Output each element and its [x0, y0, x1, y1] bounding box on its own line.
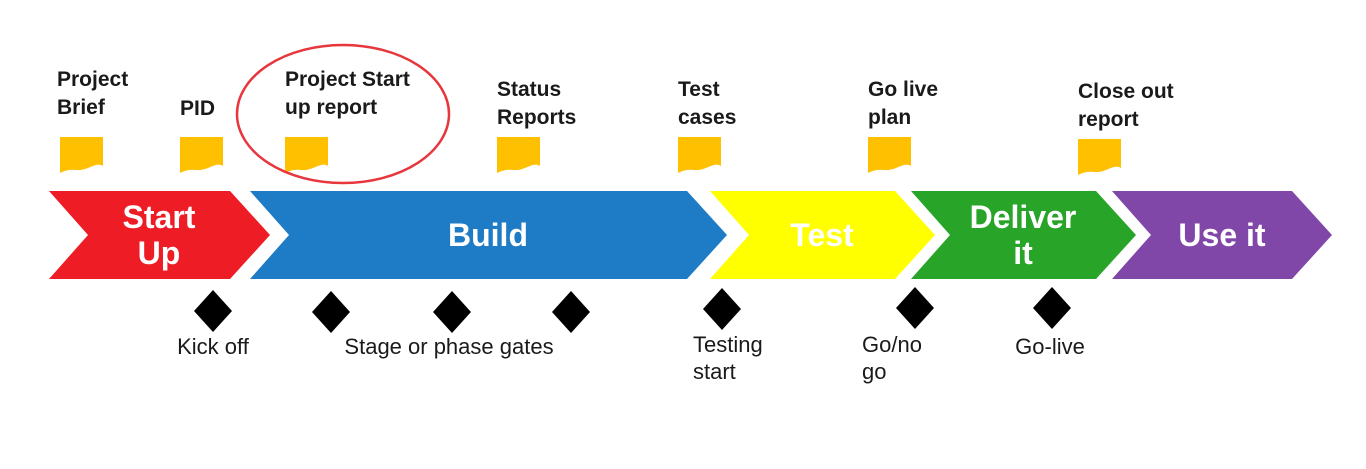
milestone-diamond-stage-gate-1: [312, 291, 350, 333]
document-label-go-live-plan: Go live plan: [868, 78, 939, 129]
phase-chevron-test: [710, 191, 935, 279]
milestone-label-kick-off: Kick off: [177, 334, 249, 359]
document-label-status-reports: Status Reports: [497, 78, 577, 129]
document-icon-pid: [180, 137, 223, 173]
milestone-diamond-go-live: [1033, 287, 1071, 329]
phase-chevron-use-it: [1112, 191, 1332, 279]
document-icon-test-cases: [678, 137, 721, 173]
highlight-ellipse: [235, 43, 451, 185]
milestone-diamond-testing-start: [703, 288, 741, 330]
milestone-diamond-go-no-go: [896, 287, 934, 329]
document-icon-go-live-plan: [868, 137, 911, 173]
milestone-label-go-live: Go-live: [1015, 334, 1085, 359]
document-label-project-brief: Project Brief: [57, 68, 129, 119]
milestone-diamond-stage-gate-3: [552, 291, 590, 333]
document-label-test-cases: Test cases: [678, 78, 737, 129]
phase-label-start-up: Start Up: [122, 199, 196, 271]
document-icon-close-out-report: [1078, 139, 1121, 175]
phase-chevron-start-up: [49, 191, 270, 279]
phase-label-use-it: Use it: [1178, 217, 1266, 253]
milestone-label-stage-or-phase-gates: Stage or phase gates: [344, 334, 554, 359]
milestone-diamond-kick-off: [194, 290, 232, 332]
document-label-pid: PID: [180, 97, 216, 120]
document-label-close-out-report: Close out report: [1078, 80, 1174, 131]
milestone-label-go-no-go: Go/no go: [862, 332, 922, 384]
document-icon-project-start-up-report: [285, 137, 328, 173]
phase-chevron-build: [250, 191, 727, 279]
phase-label-test: Test: [790, 217, 854, 253]
document-icon-project-brief: [60, 137, 103, 173]
document-icon-status-reports: [497, 137, 540, 173]
phase-label-deliver-it: Deliver it: [969, 199, 1077, 271]
document-label-project-start-up-report: Project Start up report: [285, 68, 410, 119]
milestone-diamond-stage-gate-2: [433, 291, 471, 333]
phase-chevron-deliver-it: [911, 191, 1136, 279]
phase-label-build: Build: [448, 217, 528, 253]
milestone-label-testing-start: Testing start: [693, 332, 763, 384]
